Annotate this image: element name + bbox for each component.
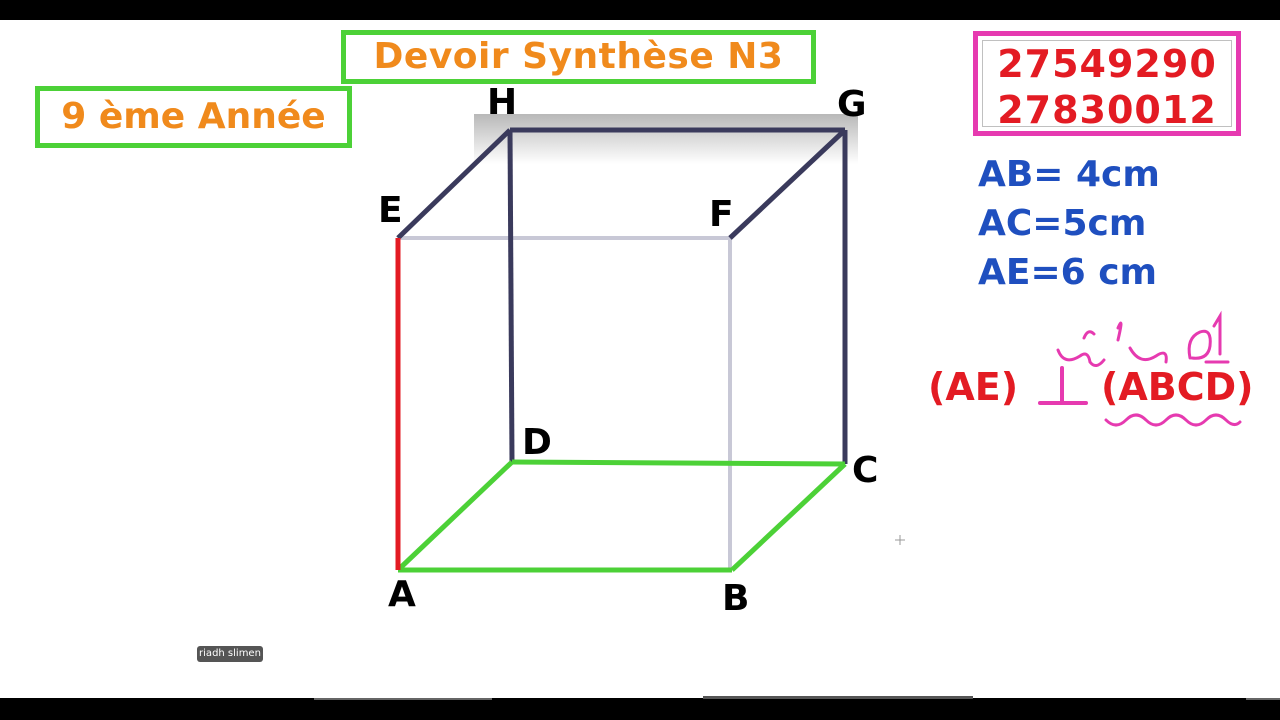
slide-canvas: Devoir Synthèse N3 9 ème Année 27549290 … [0, 20, 1280, 698]
edge-bc [730, 462, 847, 572]
phone-number-2: 27830012 [997, 88, 1217, 132]
edge-fg [728, 128, 847, 240]
author-watermark: riadh slimen [197, 646, 263, 662]
dimension-ac: AC=5cm [978, 203, 1147, 244]
edge-da [396, 460, 514, 572]
edge-dh [507, 129, 515, 463]
vertex-d: D [522, 422, 552, 463]
vertex-e: E [378, 190, 403, 231]
bottom-bar-segment [1246, 698, 1280, 700]
edge-eh [396, 128, 512, 240]
question-plane-abcd: (ABCD) [1101, 365, 1254, 409]
vertex-a: A [388, 574, 416, 615]
edge-cd [511, 459, 846, 467]
shadow-region [474, 114, 858, 164]
crosshair-cursor-icon [895, 535, 905, 545]
grade-box: 9 ème Année [35, 86, 352, 148]
cube-diagram [395, 114, 1242, 573]
title-box: Devoir Synthèse N3 [341, 30, 816, 84]
vertex-f: F [709, 194, 734, 235]
phone-inner-frame: 27549290 27830012 [982, 40, 1232, 132]
dimension-ab: AB= 4cm [978, 154, 1160, 195]
bottom-bar-segment [703, 696, 973, 699]
bottom-bar [0, 698, 1280, 720]
question-line-ae: (AE) [928, 365, 1019, 409]
vertex-h: H [487, 82, 518, 123]
vertex-c: C [852, 450, 879, 491]
phone-box: 27549290 27830012 [973, 31, 1241, 136]
perpendicular-icon [1038, 366, 1088, 405]
phone-number-1: 27549290 [997, 42, 1217, 86]
bottom-bar-segment [314, 698, 492, 700]
handwritten-note-icon [1056, 310, 1230, 367]
underline-squiggle-icon [1104, 413, 1242, 427]
vertex-g: G [837, 84, 867, 125]
vertex-b: B [722, 578, 750, 619]
dimension-ae: AE=6 cm [978, 252, 1158, 293]
